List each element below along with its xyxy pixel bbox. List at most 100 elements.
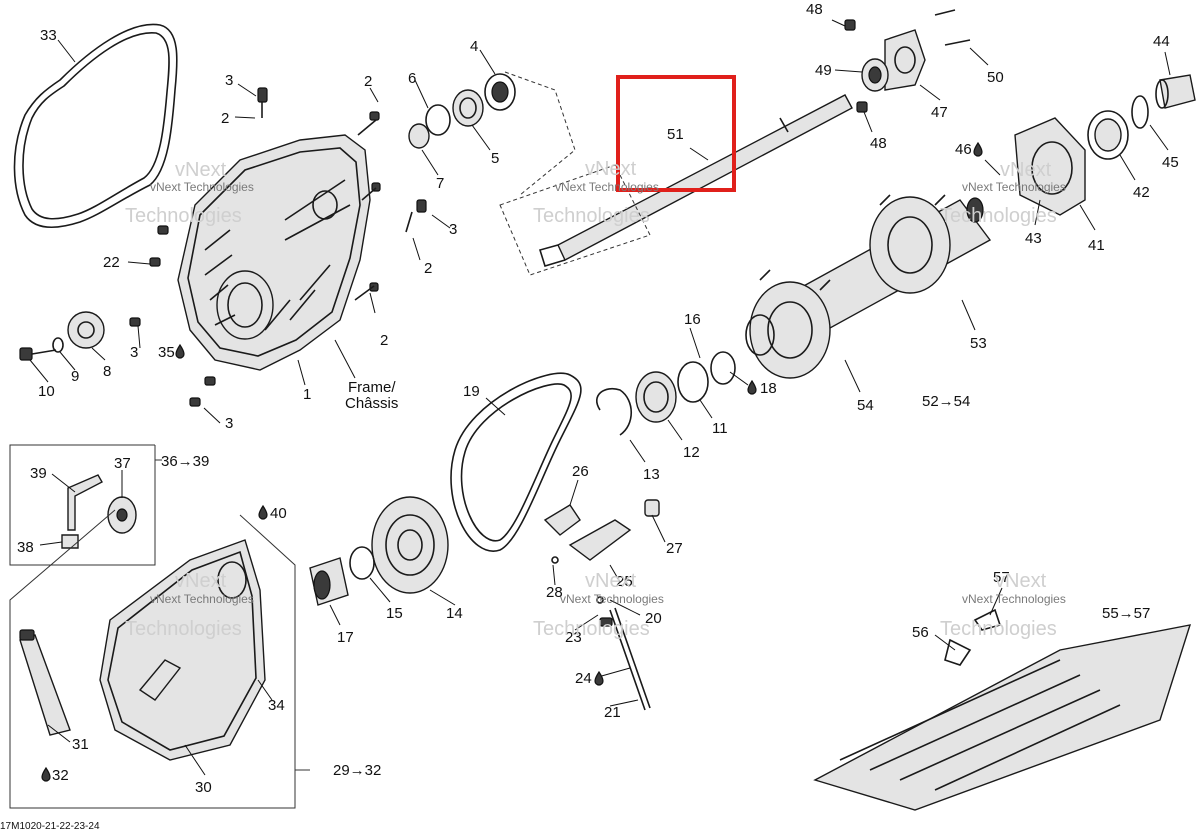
label-51: 51 bbox=[667, 126, 684, 143]
label-2a: 2 bbox=[221, 110, 229, 127]
bearing-group-11-16 bbox=[596, 351, 736, 436]
watermarks: vNext vNext Technologies Technologies vN… bbox=[125, 158, 1066, 640]
label-54: 54 bbox=[857, 397, 874, 414]
watermark-technologies: Technologies bbox=[533, 205, 650, 227]
drop-icon bbox=[973, 141, 983, 157]
label-3c: 3 bbox=[225, 415, 233, 432]
label-24: 24 bbox=[575, 670, 592, 687]
watermark-technologies: Technologies bbox=[125, 618, 242, 640]
watermark-vnext: vNext bbox=[585, 158, 637, 180]
label-41: 41 bbox=[1088, 237, 1105, 254]
drive-shaft-51 bbox=[499, 94, 853, 276]
label-12: 12 bbox=[683, 444, 700, 461]
leader-lines bbox=[29, 19, 1171, 776]
label-39: 39 bbox=[30, 465, 47, 482]
label-18: 18 bbox=[760, 380, 777, 397]
watermark-company: vNext Technologies bbox=[560, 592, 664, 606]
watermark-company: vNext Technologies bbox=[150, 180, 254, 194]
drop-icon bbox=[747, 379, 757, 395]
label-21: 21 bbox=[604, 704, 621, 721]
track-55-57 bbox=[813, 608, 1192, 811]
label-25: 25 bbox=[616, 573, 633, 590]
frame-label-line2: Châssis bbox=[345, 395, 398, 412]
frame-label-line1: Frame/ bbox=[348, 379, 396, 396]
label-19: 19 bbox=[463, 383, 480, 400]
label-22: 22 bbox=[103, 254, 120, 271]
group-52-54: 52→54 bbox=[922, 393, 970, 410]
label-2b: 2 bbox=[364, 73, 372, 90]
label-50: 50 bbox=[987, 69, 1004, 86]
label-11: 11 bbox=[712, 420, 728, 437]
group-55-57: 55→57 bbox=[1102, 605, 1150, 622]
watermark-technologies: Technologies bbox=[125, 205, 242, 227]
label-45: 45 bbox=[1162, 154, 1179, 171]
label-3b: 3 bbox=[449, 221, 457, 238]
drive-chain-19 bbox=[450, 372, 582, 552]
label-48b: 48 bbox=[870, 135, 887, 152]
watermark-vnext: vNext bbox=[1000, 159, 1052, 181]
label-38: 38 bbox=[17, 539, 34, 556]
gear-group-14-17 bbox=[309, 496, 449, 606]
drop-icon bbox=[175, 343, 185, 359]
outer-cover-29-32 bbox=[9, 509, 310, 809]
housing-bolts bbox=[129, 87, 427, 407]
label-15: 15 bbox=[386, 605, 403, 622]
label-13: 13 bbox=[643, 466, 660, 483]
label-3d: 3 bbox=[130, 344, 138, 361]
label-35: 35 bbox=[158, 344, 175, 361]
sprocket-8-9-10 bbox=[19, 311, 105, 361]
watermark-technologies: Technologies bbox=[533, 618, 650, 640]
watermark-company: vNext Technologies bbox=[962, 592, 1066, 606]
drop-icon bbox=[594, 670, 604, 686]
chaincase-housing-1 bbox=[177, 134, 371, 371]
label-34: 34 bbox=[268, 697, 285, 714]
label-2c: 2 bbox=[424, 260, 432, 277]
gasket-33 bbox=[13, 23, 178, 229]
diagram-code: 17M1020-21-22-23-24 bbox=[0, 821, 100, 832]
label-10: 10 bbox=[38, 383, 55, 400]
label-27: 27 bbox=[666, 540, 683, 557]
bearing-stack-4-7 bbox=[408, 71, 576, 196]
watermark-technologies: Technologies bbox=[940, 205, 1057, 227]
label-42: 42 bbox=[1133, 184, 1150, 201]
highlight-box bbox=[616, 75, 736, 192]
label-47: 47 bbox=[931, 104, 948, 121]
label-6: 6 bbox=[408, 70, 416, 87]
label-5: 5 bbox=[491, 150, 499, 167]
bearing-flange-47-50 bbox=[844, 9, 971, 113]
label-53: 53 bbox=[970, 335, 987, 352]
label-16: 16 bbox=[684, 311, 701, 328]
label-2d: 2 bbox=[380, 332, 388, 349]
drop-icon bbox=[41, 766, 51, 782]
watermark-company: vNext Technologies bbox=[150, 592, 254, 606]
label-48a: 48 bbox=[806, 1, 823, 18]
bearing-group-41-45 bbox=[1014, 74, 1196, 216]
label-1: 1 bbox=[303, 386, 311, 403]
label-20: 20 bbox=[645, 610, 662, 627]
label-4: 4 bbox=[470, 38, 478, 55]
group-29-32: 29→32 bbox=[333, 762, 381, 779]
drive-axle-52-54 bbox=[745, 194, 992, 379]
drop-icon bbox=[258, 504, 268, 520]
label-56: 56 bbox=[912, 624, 929, 641]
label-57: 57 bbox=[993, 569, 1010, 586]
label-9: 9 bbox=[71, 368, 79, 385]
label-23: 23 bbox=[565, 629, 582, 646]
watermark-vnext: vNext bbox=[585, 570, 637, 592]
label-44: 44 bbox=[1153, 33, 1170, 50]
label-46: 46 bbox=[955, 141, 972, 158]
label-49: 49 bbox=[815, 62, 832, 79]
watermark-company: vNext Technologies bbox=[555, 180, 659, 194]
label-14: 14 bbox=[446, 605, 463, 622]
watermark-vnext: vNext bbox=[175, 159, 227, 181]
label-28: 28 bbox=[546, 584, 563, 601]
watermark-technologies: Technologies bbox=[940, 618, 1057, 640]
label-43: 43 bbox=[1025, 230, 1042, 247]
label-37: 37 bbox=[114, 455, 131, 472]
label-26: 26 bbox=[572, 463, 589, 480]
label-3a: 3 bbox=[225, 72, 233, 89]
label-8: 8 bbox=[103, 363, 111, 380]
label-32: 32 bbox=[52, 767, 69, 784]
